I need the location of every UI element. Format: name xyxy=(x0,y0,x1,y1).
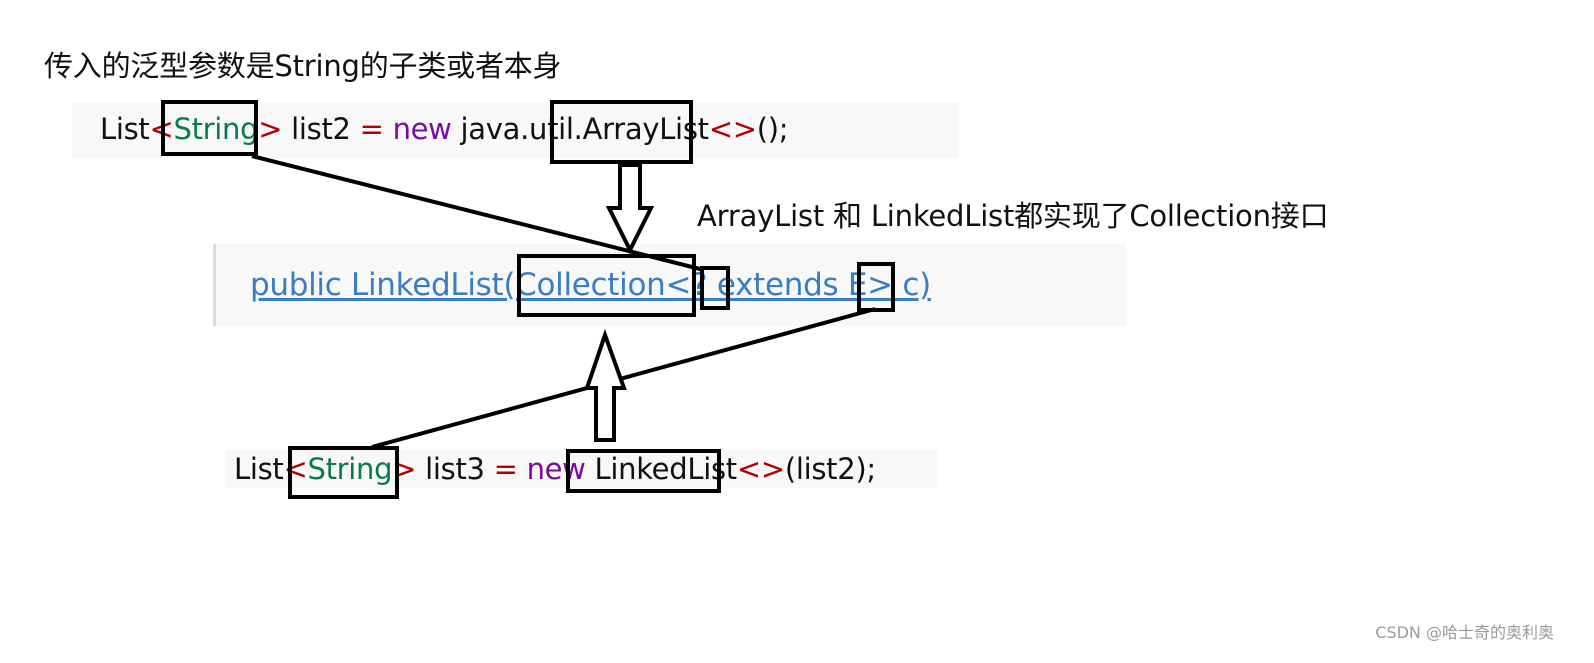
highlight-box-string-1 xyxy=(161,100,258,156)
highlight-box-arraylist xyxy=(550,100,693,164)
code-token: (); xyxy=(756,112,789,146)
code-line-list3: List<String> list3 = new LinkedList<>(li… xyxy=(234,449,876,489)
constructor-signature-link[interactable]: public LinkedList(Collection<? extends E… xyxy=(250,267,931,303)
code-token-arraylist: ArrayList xyxy=(582,112,709,146)
connector-line-string-to-type-e xyxy=(371,307,876,449)
code-token: (list2); xyxy=(784,452,876,486)
code-token: <> xyxy=(708,112,757,146)
code-token: = xyxy=(359,112,384,146)
code-token-type-string: String xyxy=(173,112,259,146)
arrow-up-icon xyxy=(584,328,627,442)
highlight-box-string-2 xyxy=(288,446,399,499)
code-token: <> xyxy=(736,452,785,486)
code-token: list3 xyxy=(416,452,494,486)
code-block-list3 xyxy=(226,450,938,488)
code-token-type-string: String xyxy=(307,452,393,486)
heading-text: 传入的泛型参数是String的子类或者本身 xyxy=(44,49,562,83)
code-token: = xyxy=(493,452,518,486)
code-token: list2 xyxy=(282,112,360,146)
highlight-box-collection xyxy=(517,254,696,317)
code-token-keyword: new xyxy=(526,452,586,486)
note-text: ArrayList 和 LinkedList都实现了Collection接口 xyxy=(697,199,1329,233)
code-token: List xyxy=(100,112,150,146)
code-token-keyword: new xyxy=(392,112,452,146)
highlight-box-linkedlist xyxy=(566,449,721,493)
code-token-linkedlist: LinkedList xyxy=(594,452,738,486)
highlight-box-type-e xyxy=(857,262,895,312)
code-token: < xyxy=(283,452,308,486)
code-line-list2: List<String> list2 = new java.util.Array… xyxy=(100,109,788,149)
code-token: List xyxy=(234,452,284,486)
code-token: > xyxy=(258,112,283,146)
highlight-box-wildcard xyxy=(700,266,730,310)
code-token: java.util. xyxy=(451,112,583,146)
arrow-down-icon xyxy=(605,163,655,255)
watermark-text: CSDN @哈士奇的奥利奥 xyxy=(1375,623,1554,642)
code-block-list2 xyxy=(72,102,958,158)
